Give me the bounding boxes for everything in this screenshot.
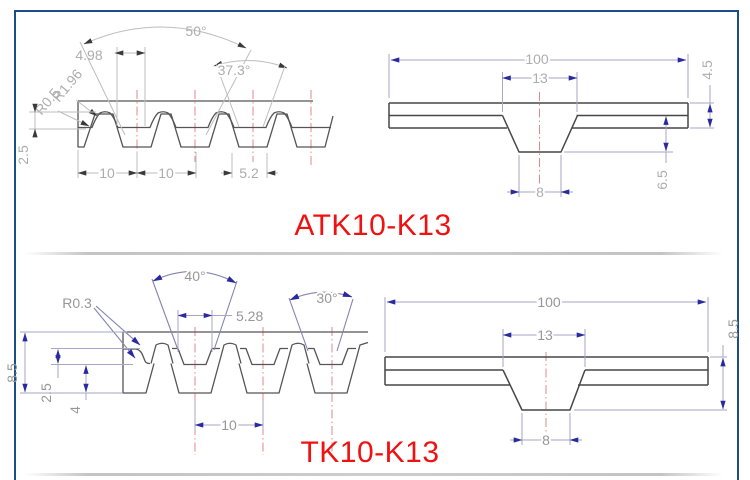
ext-498 bbox=[116, 47, 146, 126]
dim-tooth-depth: 2.5 bbox=[38, 383, 54, 403]
tk10-tooth-profile-drawing: 40° R0.3 5.28 30° 8.5 2.5 bbox=[4, 266, 369, 455]
title-atk10: ATK10-K13 bbox=[294, 209, 451, 242]
dim-belt-width: 100 bbox=[525, 51, 549, 67]
ext-depth bbox=[29, 111, 96, 130]
ext-100 bbox=[388, 54, 689, 98]
centerlines bbox=[194, 327, 333, 455]
dim-groove-width: 5.2 bbox=[239, 165, 259, 181]
angle-legs-30 bbox=[288, 297, 354, 352]
ext-25 bbox=[51, 348, 140, 365]
tk10-cross-section-drawing: 100 13 8 8.5 bbox=[384, 292, 741, 450]
angle-arc-30 bbox=[289, 291, 353, 301]
section-divider bbox=[25, 252, 723, 255]
angle-arc-373 bbox=[213, 59, 288, 69]
dim-pitch-a: 10 bbox=[99, 165, 115, 181]
ext-85 bbox=[574, 356, 727, 411]
dim-tip-width: 4.98 bbox=[75, 47, 102, 63]
belt-crest-outline bbox=[78, 111, 331, 129]
dim-pitch-b: 10 bbox=[158, 165, 174, 181]
dim-rib-bottom: 8 bbox=[536, 184, 544, 200]
angle-arc-40 bbox=[152, 270, 237, 284]
dim-rib-top: 13 bbox=[532, 70, 548, 86]
leader-r03-b bbox=[93, 307, 136, 359]
dim-total-thickness: 8.5 bbox=[725, 319, 741, 339]
bottom-divider bbox=[25, 473, 723, 476]
atk10-tooth-profile-drawing: 50° 4.98 37.3° R1.96 R0.5 2.5 bbox=[15, 23, 334, 183]
ext-pitch bbox=[77, 150, 268, 178]
belt-profile-outline bbox=[122, 331, 368, 394]
dim-angle-tooth: 40° bbox=[184, 268, 205, 284]
leader-r05 bbox=[57, 110, 90, 127]
dim-tip-width: 5.28 bbox=[236, 308, 263, 324]
dim-angle-wedge: 30° bbox=[316, 290, 337, 306]
wedge-grooves bbox=[170, 363, 356, 394]
angle-arc-50 bbox=[83, 26, 247, 49]
atk10-cross-section-drawing: 100 13 8 6.5 4.5 bbox=[388, 49, 715, 202]
ext-85 bbox=[20, 331, 127, 394]
dim-belt-thickness: 4.5 bbox=[699, 60, 715, 80]
dim-rib-bottom: 8 bbox=[542, 432, 550, 448]
dim-angle-groove: 37.3° bbox=[218, 62, 251, 78]
dim-wedge-depth: 4 bbox=[67, 406, 83, 414]
dim-angle-main: 50° bbox=[185, 23, 206, 39]
dim-total-height: 8.5 bbox=[4, 363, 20, 383]
title-tk10: TK10-K13 bbox=[300, 436, 439, 469]
dim-rib-top: 13 bbox=[537, 327, 553, 343]
dim-belt-width: 100 bbox=[537, 294, 561, 310]
dim-total-depth: 6.5 bbox=[654, 170, 670, 190]
dim-pitch: 10 bbox=[221, 417, 237, 433]
leader-r196 bbox=[75, 99, 98, 117]
dim-tooth-depth: 2.5 bbox=[15, 145, 31, 165]
angle-legs-373 bbox=[215, 63, 286, 128]
tooth-peaks bbox=[150, 341, 369, 364]
shallow-grooves bbox=[172, 347, 356, 366]
dim-radius: R0.3 bbox=[62, 295, 92, 311]
belt-section-outline bbox=[388, 102, 689, 153]
leader-r03-a bbox=[95, 305, 141, 346]
ext-100 bbox=[384, 297, 709, 352]
belt-section-outline bbox=[384, 356, 709, 411]
centerlines bbox=[136, 90, 312, 166]
